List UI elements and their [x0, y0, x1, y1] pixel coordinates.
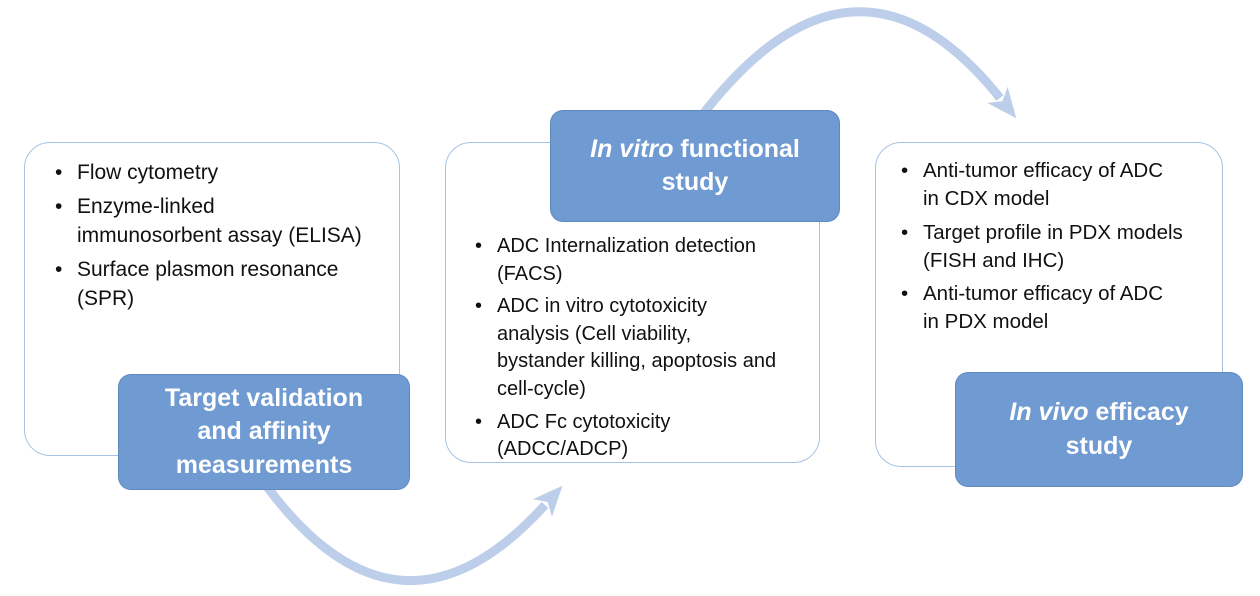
label-italic-part: In vivo [1009, 398, 1089, 426]
stage-label-text: In vitro functional study [590, 133, 800, 200]
label-regular-part: Target validation and affinity measureme… [164, 383, 364, 479]
list-item: ADC Fc cytotoxicity (ADCC/ADCP) [470, 409, 812, 464]
list-item: Anti-tumor efficacy of ADC in PDX model [896, 280, 1212, 337]
list-item: ADC Internalization detection (FACS) [470, 233, 812, 288]
label-italic-part: In vitro [590, 134, 674, 163]
curved-arrow-stage1-to-stage2-icon [261, 481, 563, 585]
stage-label-in-vitro-functional-study: In vitro functional study [550, 110, 840, 222]
list-item: Anti-tumor efficacy of ADC in CDX model [896, 157, 1212, 214]
curved-arrow-stage2-to-stage3-icon [696, 7, 1017, 121]
in-vitro-bullet-list: ADC Internalization detection (FACS) ADC… [470, 228, 812, 469]
list-item: Surface plasmon resonance (SPR) [50, 256, 385, 314]
stage-label-in-vivo-efficacy-study: In vivo efficacy study [955, 372, 1243, 487]
label-regular-part: functional study [661, 134, 800, 197]
label-regular-part: efficacy study [1065, 398, 1189, 460]
target-validation-bullet-list: Flow cytometry Enzyme-linked immunosorbe… [50, 154, 385, 319]
stage-label-text: Target validation and affinity measureme… [165, 382, 363, 483]
list-item: Flow cytometry [50, 159, 385, 188]
stage-label-target-validation: Target validation and affinity measureme… [118, 374, 410, 490]
list-item: Target profile in PDX models (FISH and I… [896, 219, 1212, 276]
stage-label-text: In vivo efficacy study [1009, 396, 1188, 463]
list-item: ADC in vitro cytotoxicity analysis (Cell… [470, 293, 812, 403]
in-vivo-bullet-list: Anti-tumor efficacy of ADC in CDX model … [896, 152, 1212, 342]
list-item: Enzyme-linked immunosorbent assay (ELISA… [50, 193, 385, 251]
